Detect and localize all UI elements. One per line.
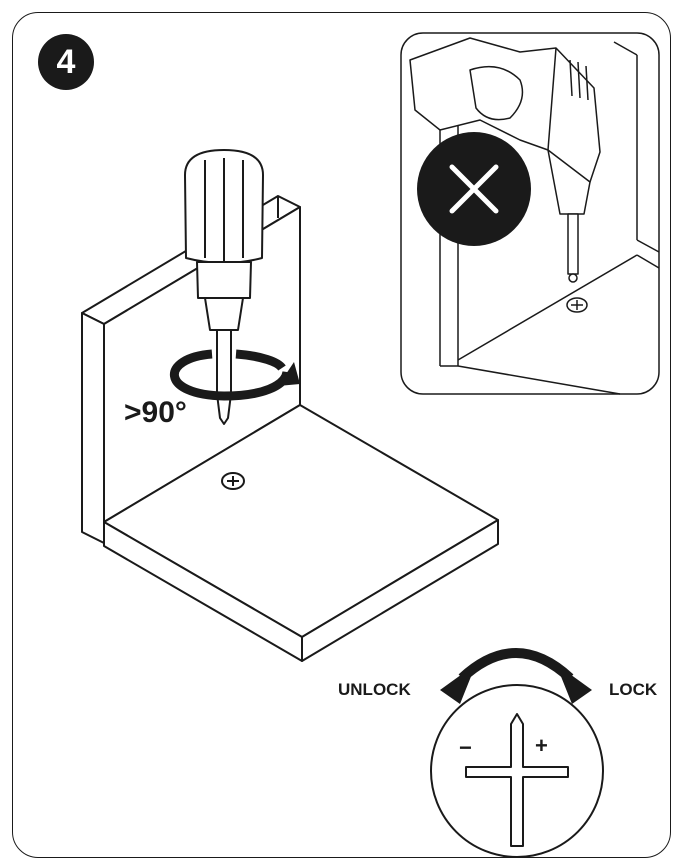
minus-sign: − [459,735,472,760]
lock-direction-arrow-icon [440,648,592,704]
cam-lock-closeup-icon [430,684,604,858]
instruction-frame [12,12,671,858]
power-drill-icon [409,37,601,283]
inset-panel [400,32,660,395]
unlock-label: UNLOCK [338,680,411,699]
cam-lock-icon [566,297,588,313]
rotation-arrow-icon [169,349,300,401]
step-number-badge: 4 [38,34,94,90]
rotation-angle-label: >90° [124,396,187,429]
plus-sign: + [535,733,548,758]
shelf-bottom-panel [103,404,499,662]
cam-lock-icon [221,472,245,490]
lock-label: LOCK [609,680,658,699]
x-icon [417,132,531,246]
screwdriver-icon [184,149,264,425]
